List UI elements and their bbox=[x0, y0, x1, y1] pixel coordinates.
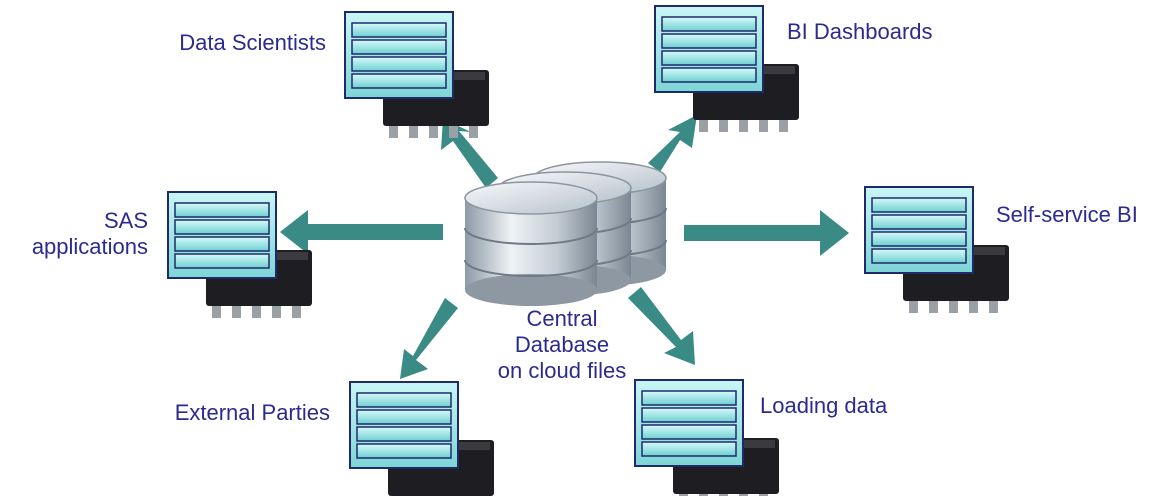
arrow-to-sas-applications bbox=[280, 210, 443, 254]
label-sas-line-1: SAS bbox=[103, 208, 148, 233]
label-loading-data: Loading data bbox=[760, 393, 888, 418]
server-icon-sas-applications bbox=[167, 191, 313, 319]
center-label: Central Database on cloud files bbox=[470, 306, 654, 384]
label-external-parties: External Parties bbox=[174, 400, 330, 425]
server-icon-loading-data bbox=[634, 379, 780, 496]
center-label-line-1: Central bbox=[526, 306, 598, 331]
arrow-to-bi-dashboards bbox=[648, 115, 697, 172]
arrow-to-external-parties bbox=[400, 298, 458, 379]
label-sas-applications: SAS applications bbox=[0, 208, 148, 260]
label-data-scientists: Data Scientists bbox=[179, 30, 326, 55]
server-icon-external-parties bbox=[349, 381, 495, 496]
server-icon-self-service-bi bbox=[864, 186, 1010, 314]
database-stack-icon bbox=[464, 161, 667, 307]
server-icon-data-scientists bbox=[344, 11, 490, 139]
arrow-to-self-service-bi bbox=[684, 210, 849, 256]
arrow-to-loading-data bbox=[628, 287, 695, 365]
label-bi-dashboards: BI Dashboards bbox=[787, 19, 933, 44]
center-label-line-3: on cloud files bbox=[497, 358, 627, 383]
center-label-line-2: Database bbox=[514, 332, 610, 357]
server-icon-bi-dashboards bbox=[654, 5, 800, 133]
label-self-service-bi: Self-service BI bbox=[996, 202, 1138, 227]
label-sas-line-2: applications bbox=[31, 234, 148, 259]
